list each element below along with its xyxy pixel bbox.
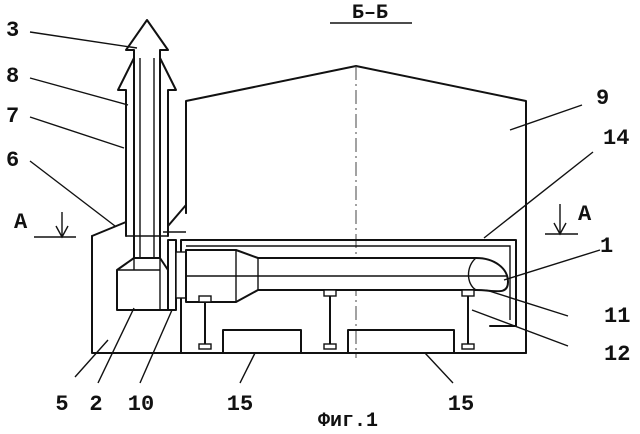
support-foot-1	[199, 344, 211, 349]
callout-11: 11	[604, 304, 630, 329]
foundation-block-left	[223, 330, 301, 353]
section-title: Б–Б	[352, 2, 388, 25]
inner-flue	[126, 20, 168, 260]
callout-15-right: 15	[448, 392, 474, 417]
section-mark-right-letter: А	[578, 202, 592, 227]
leader-1	[504, 250, 600, 280]
callout-15-left: 15	[227, 392, 253, 417]
support-cap-3	[462, 290, 474, 296]
leader-15-right	[425, 353, 453, 383]
callout-14: 14	[603, 126, 629, 151]
callout-12: 12	[604, 342, 630, 367]
leader-10	[140, 310, 172, 383]
support-cap-1	[199, 296, 211, 302]
callout-10: 10	[128, 392, 154, 417]
figure-caption: Фиг.1	[318, 410, 378, 433]
outer-flue-right	[160, 58, 176, 236]
foundation-block-right	[348, 330, 454, 353]
callout-1: 1	[600, 234, 613, 259]
flange-ring	[176, 252, 186, 298]
leader-3	[30, 32, 137, 48]
support-foot-3	[462, 344, 474, 349]
leader-lines	[30, 32, 600, 383]
section-marker-left: А	[14, 210, 76, 237]
section-mark-left-letter: А	[14, 210, 28, 235]
support-cap-2	[324, 290, 336, 296]
leader-7	[30, 117, 124, 148]
callout-2: 2	[89, 392, 102, 417]
callout-5: 5	[55, 392, 68, 417]
section-marker-right: А	[545, 202, 592, 234]
leader-6	[30, 161, 115, 226]
leader-9	[510, 105, 582, 130]
leader-8	[30, 78, 128, 105]
callout-8: 8	[6, 64, 19, 89]
callout-9: 9	[596, 86, 609, 111]
support-foot-2	[324, 344, 336, 349]
callout-6: 6	[6, 148, 19, 173]
callout-3: 3	[6, 18, 19, 43]
callout-7: 7	[6, 104, 19, 129]
leader-12	[472, 310, 568, 346]
leader-14	[484, 152, 593, 238]
flange-seal	[168, 240, 176, 310]
leader-15-left	[240, 353, 255, 383]
